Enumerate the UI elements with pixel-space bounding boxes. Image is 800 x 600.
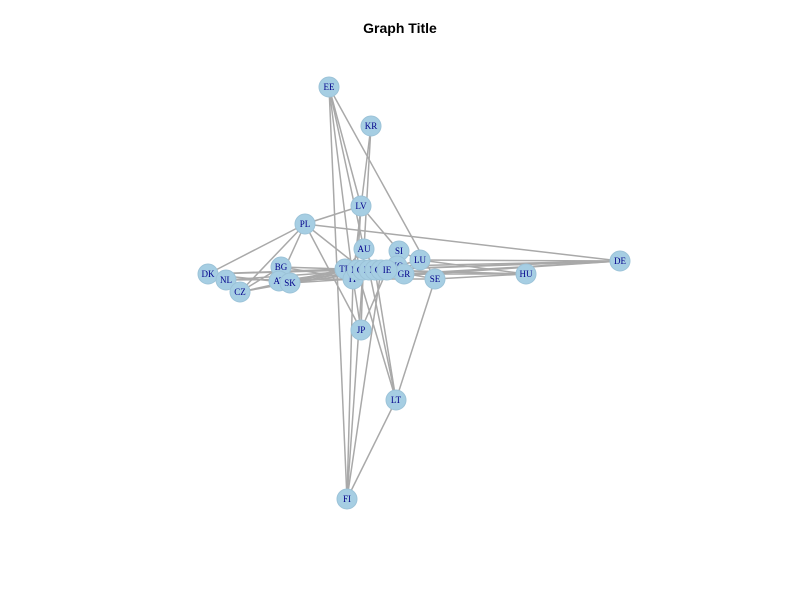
node-circle bbox=[353, 238, 375, 260]
node-label: EE bbox=[324, 82, 335, 92]
edge-sk-it bbox=[289, 278, 354, 284]
node-label: LT bbox=[391, 395, 402, 405]
edge-ee-lv bbox=[328, 86, 362, 207]
node-pl[interactable]: PL bbox=[294, 213, 316, 235]
node-lu[interactable]: LU bbox=[409, 249, 431, 271]
node-circle bbox=[294, 213, 316, 235]
node-se[interactable]: SE bbox=[424, 268, 446, 290]
edge-kr-lv bbox=[360, 125, 372, 207]
node-label: CZ bbox=[234, 287, 246, 297]
node-fi[interactable]: FI bbox=[336, 488, 358, 510]
edge-kr-au bbox=[363, 125, 372, 250]
node-label: BG bbox=[275, 262, 288, 272]
edge-ee-fi bbox=[328, 86, 348, 500]
node-label: JP bbox=[357, 325, 366, 335]
node-au[interactable]: AU bbox=[353, 238, 375, 260]
node-label: DE bbox=[614, 256, 626, 266]
node-circle bbox=[215, 269, 237, 291]
node-dk[interactable]: DK bbox=[197, 263, 219, 285]
node-label: LV bbox=[355, 201, 367, 211]
node-circle bbox=[279, 272, 301, 294]
node-label: NL bbox=[220, 275, 232, 285]
edge-pl-dk bbox=[207, 223, 306, 275]
edge-lt-fi bbox=[346, 399, 397, 500]
node-lt[interactable]: LT bbox=[385, 389, 407, 411]
node-label: HU bbox=[520, 269, 533, 279]
edge-pl-de bbox=[304, 223, 621, 262]
node-label: KR bbox=[365, 121, 378, 131]
edge-lt-c1 bbox=[356, 269, 397, 401]
node-circle bbox=[424, 268, 446, 290]
node-label: FI bbox=[343, 494, 351, 504]
node-de[interactable]: DE bbox=[609, 250, 631, 272]
node-circle bbox=[515, 263, 537, 285]
edge-c5-fi bbox=[346, 269, 382, 500]
node-label: GR bbox=[398, 269, 411, 279]
edge-lu-de bbox=[419, 259, 621, 262]
node-label: AU bbox=[358, 244, 371, 254]
node-label: LU bbox=[414, 255, 426, 265]
node-circle bbox=[409, 249, 431, 271]
node-label: SK bbox=[284, 278, 296, 288]
node-circle bbox=[360, 115, 382, 137]
graph-title: Graph Title bbox=[363, 20, 437, 36]
node-nl[interactable]: NL bbox=[215, 269, 237, 291]
node-label: IE bbox=[383, 265, 392, 275]
node-sk[interactable]: SK bbox=[279, 272, 301, 294]
edge-c3-lt bbox=[368, 269, 397, 401]
node-label: AT bbox=[274, 276, 286, 286]
node-ie[interactable]: IE bbox=[376, 259, 398, 281]
edge-pl-cz bbox=[239, 223, 306, 293]
node-label: TR bbox=[339, 264, 351, 274]
node-circle bbox=[385, 389, 407, 411]
edge-ee-se bbox=[328, 86, 436, 280]
nodes-layer: EEKRLVPLAUSILUDENOGRHUSEDKNLCZBGATSKTRIT… bbox=[197, 76, 631, 510]
node-ee[interactable]: EE bbox=[318, 76, 340, 98]
node-circle bbox=[350, 319, 372, 341]
edge-ee-it bbox=[328, 86, 354, 280]
node-circle bbox=[376, 259, 398, 281]
node-circle bbox=[609, 250, 631, 272]
node-label: DK bbox=[202, 269, 215, 279]
edge-it-fi bbox=[346, 278, 354, 500]
edge-se-lt bbox=[395, 278, 436, 401]
node-hu[interactable]: HU bbox=[515, 263, 537, 285]
edge-ee-au bbox=[328, 86, 365, 250]
node-label: PL bbox=[300, 219, 311, 229]
edge-c2-fi bbox=[346, 269, 364, 500]
node-jp[interactable]: JP bbox=[350, 319, 372, 341]
node-circle bbox=[229, 281, 251, 303]
node-circle bbox=[350, 195, 372, 217]
edge-hu-se bbox=[434, 273, 527, 280]
node-kr[interactable]: KR bbox=[360, 115, 382, 137]
edges-layer bbox=[207, 86, 621, 500]
node-label: SE bbox=[430, 274, 441, 284]
node-circle bbox=[336, 488, 358, 510]
node-lv[interactable]: LV bbox=[350, 195, 372, 217]
node-circle bbox=[318, 76, 340, 98]
node-label: SI bbox=[395, 246, 403, 256]
node-cz[interactable]: CZ bbox=[229, 281, 251, 303]
edge-de-no bbox=[396, 260, 621, 267]
